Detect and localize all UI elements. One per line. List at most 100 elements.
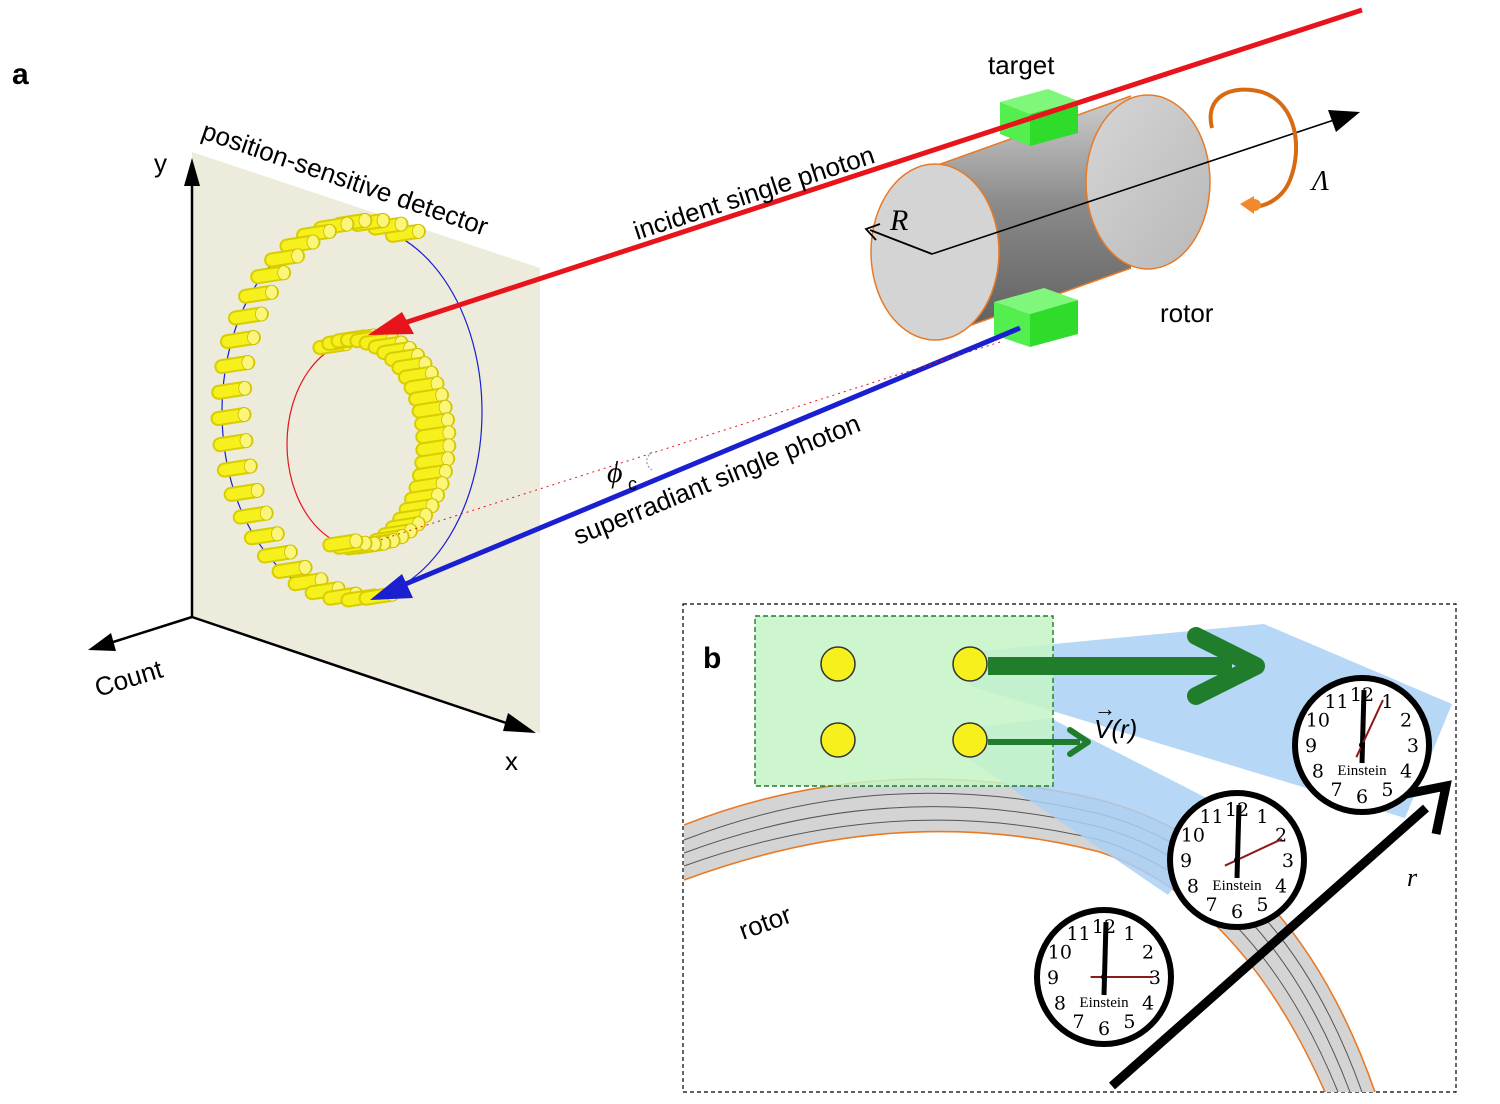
axis-y-label: y bbox=[154, 148, 167, 178]
clock-number: 2 bbox=[1275, 825, 1287, 847]
lambda-label: Λ bbox=[1309, 166, 1329, 197]
count-bar bbox=[415, 425, 457, 445]
count-bar bbox=[322, 533, 364, 553]
panel-b-label: b bbox=[703, 642, 721, 675]
clock-number: 4 bbox=[1142, 992, 1154, 1014]
superradiant-photon bbox=[370, 325, 1021, 600]
clock-number: 6 bbox=[1356, 786, 1368, 808]
radius-arrow bbox=[864, 223, 933, 255]
count-bar bbox=[271, 559, 313, 579]
atom bbox=[952, 722, 988, 758]
target-label: target bbox=[988, 50, 1055, 80]
rotation-axis bbox=[931, 110, 1360, 255]
clock-number: 8 bbox=[1187, 875, 1199, 897]
clock-number: 3 bbox=[1149, 967, 1161, 989]
clock-number: 8 bbox=[1054, 992, 1066, 1014]
clock-number: 7 bbox=[1330, 779, 1342, 801]
atom bbox=[952, 646, 988, 682]
count-bar bbox=[287, 572, 329, 592]
atom bbox=[820, 722, 856, 758]
clock-number: 5 bbox=[1256, 894, 1268, 916]
clock-number: 6 bbox=[1231, 901, 1243, 923]
axis-count-label: Count bbox=[91, 654, 167, 703]
velocity-label: V(r) bbox=[1094, 714, 1137, 744]
incident-photon bbox=[368, 7, 1363, 335]
velocity-arrow-symbol: → bbox=[1094, 696, 1116, 721]
count-bar bbox=[212, 433, 254, 453]
velocity-arrow-large bbox=[988, 627, 1265, 705]
radius-label: R bbox=[889, 204, 908, 237]
clock-number: 6 bbox=[1098, 1018, 1110, 1040]
clock-hour-hand bbox=[1101, 921, 1109, 996]
axes bbox=[88, 158, 536, 733]
count-bar bbox=[238, 284, 280, 304]
clock-number: 4 bbox=[1275, 875, 1287, 897]
clock-number: 9 bbox=[1305, 735, 1317, 757]
clock-number: 4 bbox=[1400, 760, 1412, 782]
clock-number: 10 bbox=[1306, 710, 1330, 732]
clock-number: 11 bbox=[1324, 691, 1348, 713]
detector-plane bbox=[192, 152, 540, 733]
clock-brand: Einstein bbox=[1079, 995, 1129, 1011]
count-bar bbox=[210, 407, 252, 427]
clock-hour-hand bbox=[1234, 804, 1242, 879]
cone-line bbox=[379, 341, 1001, 541]
clock-number: 11 bbox=[1199, 806, 1223, 828]
count-bar bbox=[296, 223, 338, 243]
clock-number: 10 bbox=[1048, 942, 1072, 964]
phi-symbol: ϕ bbox=[607, 456, 623, 489]
clock-number: 3 bbox=[1407, 735, 1419, 757]
clock-number: 1 bbox=[1123, 923, 1135, 945]
rotor-label: rotor bbox=[1160, 298, 1214, 328]
count-bar bbox=[256, 544, 298, 564]
count-bar bbox=[408, 476, 450, 496]
clock-number: 2 bbox=[1142, 942, 1154, 964]
panel-a-label: a bbox=[12, 58, 29, 91]
count-bar bbox=[415, 438, 457, 458]
clock-number: 3 bbox=[1282, 850, 1294, 872]
count-bar bbox=[219, 330, 261, 350]
clock-number: 9 bbox=[1047, 967, 1059, 989]
clock-number: 5 bbox=[1381, 779, 1393, 801]
count-bar bbox=[408, 387, 450, 407]
phi-arc bbox=[646, 451, 653, 471]
count-bar bbox=[232, 505, 274, 525]
clock-hour-hand bbox=[1359, 689, 1367, 764]
count-bar bbox=[216, 458, 258, 478]
clock-brand: Einstein bbox=[1337, 763, 1387, 779]
incident-label: incident single photon bbox=[630, 139, 878, 245]
count-bar bbox=[411, 463, 453, 483]
clock: 121234567891011Einstein bbox=[1292, 675, 1432, 815]
r-label: r bbox=[1407, 863, 1418, 892]
count-bar bbox=[211, 380, 253, 400]
clock: 121234567891011Einstein bbox=[1034, 907, 1174, 1047]
rotation-arrow bbox=[1208, 87, 1298, 214]
axis-x-label: x bbox=[505, 746, 518, 776]
phi-subscript: c bbox=[628, 474, 637, 494]
clock-number: 2 bbox=[1400, 710, 1412, 732]
clock-number: 1 bbox=[1381, 691, 1393, 713]
atom bbox=[820, 646, 856, 682]
count-bar bbox=[243, 526, 285, 546]
count-bar bbox=[279, 234, 321, 254]
clock-number: 9 bbox=[1180, 850, 1192, 872]
atom-box bbox=[754, 615, 1054, 787]
clock-number: 10 bbox=[1181, 825, 1205, 847]
atoms bbox=[820, 646, 988, 758]
target-bottom bbox=[994, 288, 1078, 347]
clock-number: 11 bbox=[1066, 923, 1090, 945]
count-bar bbox=[403, 376, 445, 396]
clock-number: 7 bbox=[1205, 894, 1217, 916]
clocks: 121234567891011Einstein121234567891011Ei… bbox=[1034, 675, 1432, 1047]
count-bar bbox=[264, 248, 306, 268]
rotor-cylinder bbox=[870, 94, 1211, 341]
clock-number: 7 bbox=[1072, 1011, 1084, 1033]
clock: 121234567891011Einstein bbox=[1167, 790, 1307, 930]
count-bar bbox=[414, 451, 456, 471]
count-bar bbox=[223, 482, 265, 502]
velocity-arrow-small bbox=[988, 727, 1091, 757]
count-bar bbox=[227, 306, 269, 326]
count-bar bbox=[411, 399, 453, 419]
count-bar bbox=[250, 265, 292, 285]
clock-number: 8 bbox=[1312, 760, 1324, 782]
